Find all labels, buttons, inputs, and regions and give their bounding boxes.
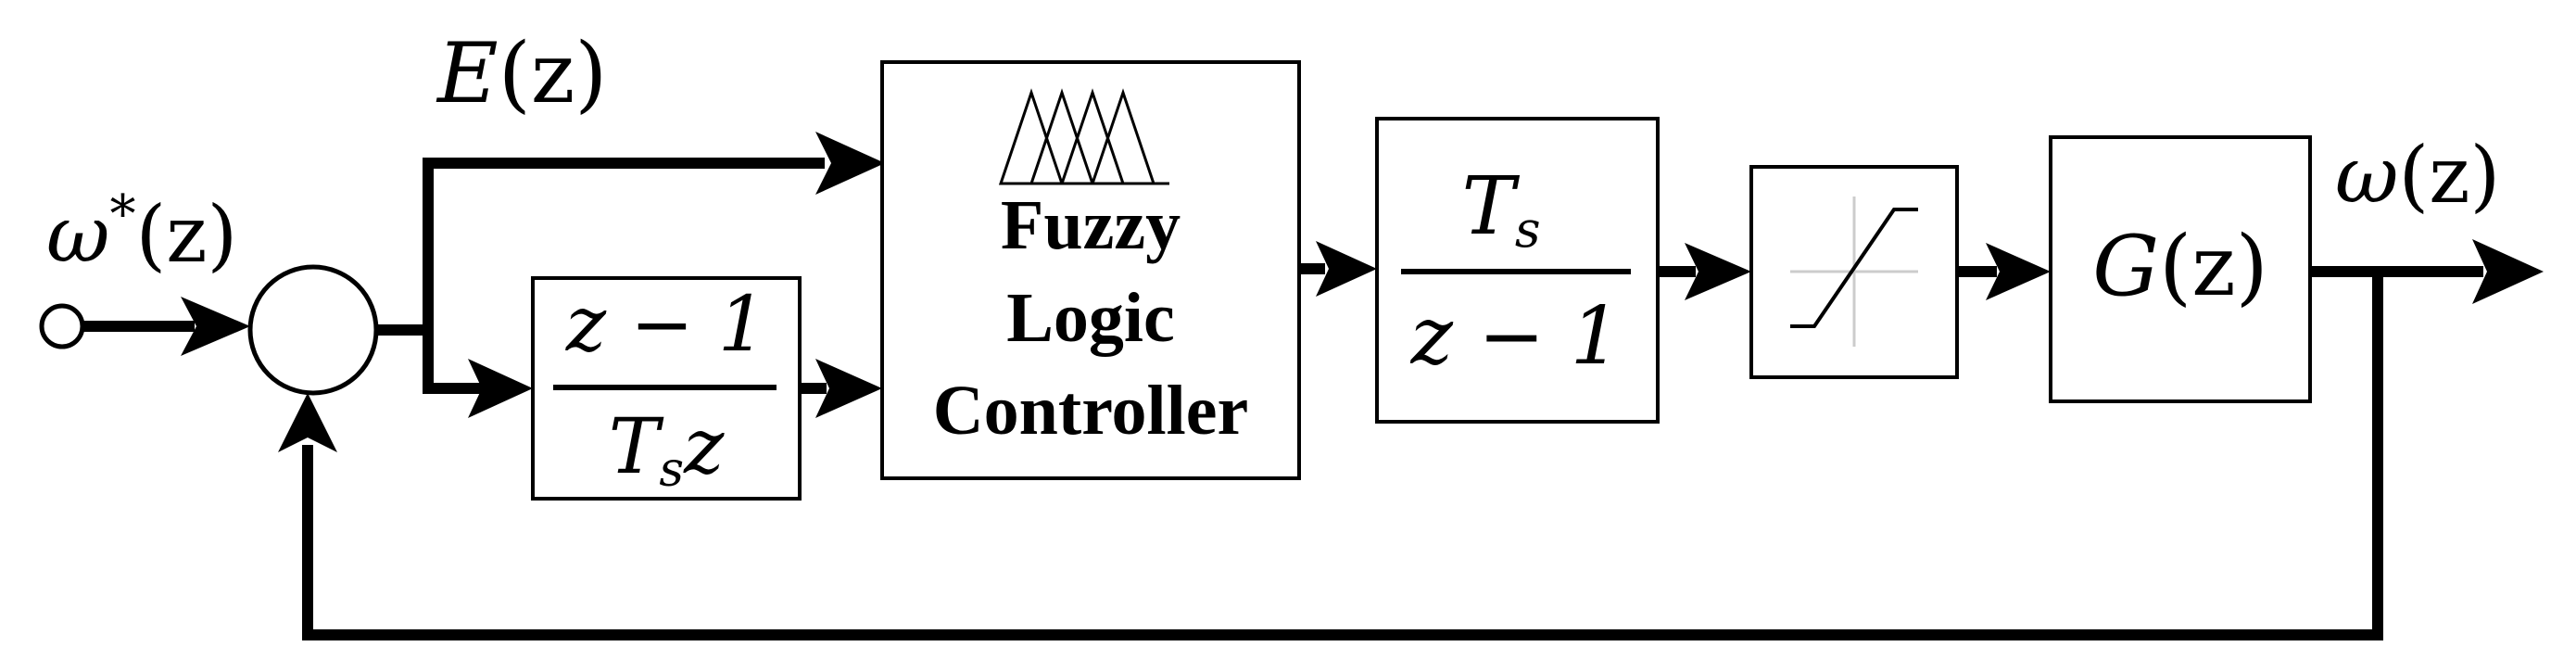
error-signal-label: E(z): [436, 25, 607, 122]
fuzzy-controller-block: [880, 60, 1301, 480]
saturation-icon: [1790, 197, 1918, 347]
fuzzy-label-line1: Fuzzy: [1001, 186, 1181, 264]
derivative-arrow-to-fuzzy: [815, 359, 882, 418]
derivative-den-tail: z: [683, 403, 725, 491]
saturation-arrow-to-plant: [1986, 243, 2051, 300]
integrator-denominator: z − 1: [1410, 290, 1622, 383]
reference-argument: (z): [136, 189, 238, 280]
output-arrow: [2472, 239, 2544, 304]
plant-block: [2049, 135, 2312, 403]
error-split-lines: [376, 158, 825, 394]
output-argument: (z): [2399, 130, 2501, 221]
integrator-num-sub: s: [1515, 200, 1541, 259]
reference-symbol: ω: [46, 189, 110, 280]
fuzzy-label-line3: Controller: [933, 372, 1249, 450]
derivative-den-main: T: [609, 403, 664, 491]
fuzzy-arrow-to-integrator: [1316, 241, 1377, 297]
plant-argument: (z): [2159, 218, 2268, 315]
error-arrow-to-fuzzy: [815, 132, 885, 195]
input-arrow: [82, 297, 250, 356]
derivative-numerator: z − 1: [565, 281, 766, 369]
integrator-numerator: Ts: [1461, 160, 1540, 259]
derivative-den-sub: s: [659, 442, 684, 498]
feedback-line: [302, 272, 2383, 640]
derivative-denominator: Tsz: [609, 403, 725, 498]
reference-signal-label: ω*(z): [46, 184, 237, 280]
feedback-arrow: [278, 393, 337, 452]
fuzzy-membership-icon: [998, 88, 1169, 185]
integrator-arrow-to-saturation: [1685, 243, 1751, 300]
reference-superscript: *: [110, 184, 136, 245]
fuzzy-label-line2: Logic: [1006, 279, 1175, 357]
input-terminal: [39, 303, 85, 349]
output-symbol: ω: [2335, 130, 2399, 221]
plant-symbol: G: [2092, 218, 2159, 315]
error-arrow-to-derivative: [468, 359, 533, 418]
error-symbol: E: [436, 25, 499, 122]
error-argument: (z): [499, 25, 608, 122]
plant-label: G(z): [2092, 218, 2268, 315]
output-signal-label: ω(z): [2335, 130, 2500, 221]
summing-junction: [247, 264, 379, 396]
integrator-num-main: T: [1461, 160, 1520, 253]
